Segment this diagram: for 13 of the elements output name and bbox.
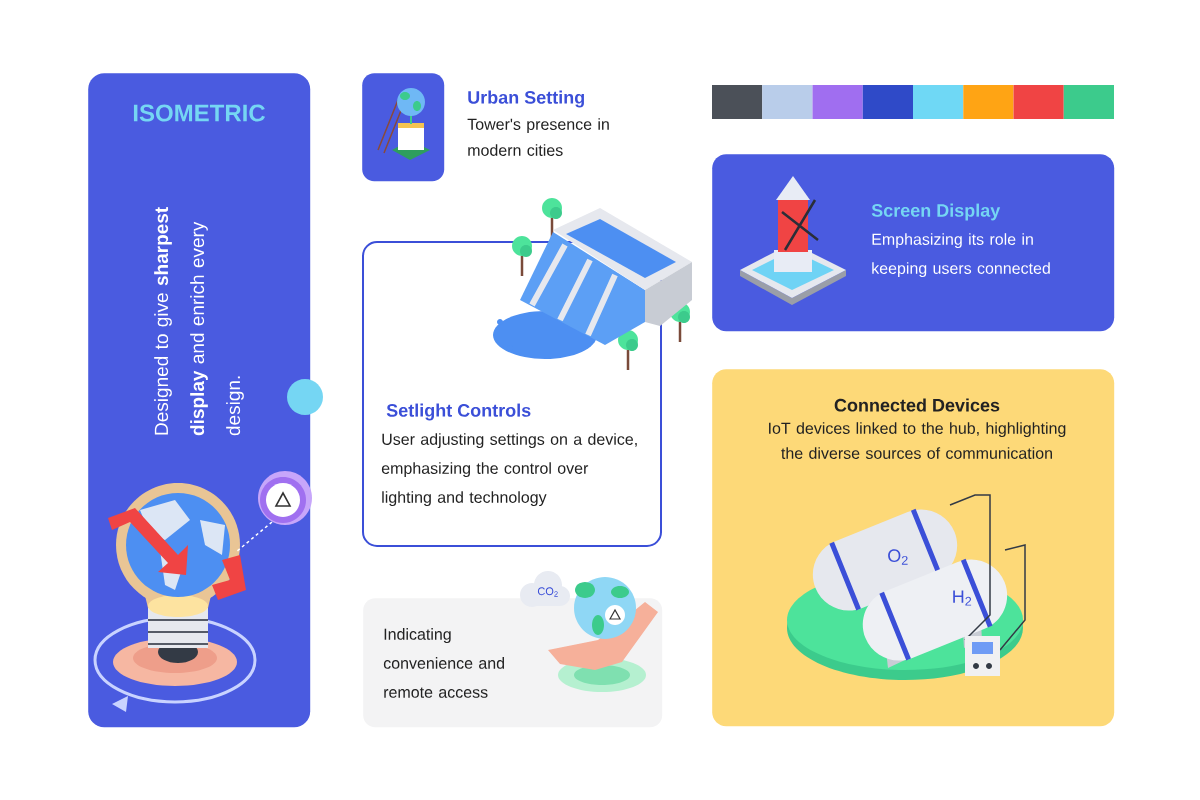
card-text: Tower's presence in modern cities xyxy=(467,118,609,156)
card-heading: Screen Display xyxy=(871,203,1001,221)
card-heading: Urban Setting xyxy=(468,90,584,108)
formula-label: H$_{2}$ xyxy=(953,590,972,606)
card-text: Emphasizing its role in keeping users connected xyxy=(872,233,1050,278)
card-heading: Setlight Controls xyxy=(386,403,531,421)
formula-label: O$_{2}$ xyxy=(888,549,908,565)
info-card xyxy=(712,154,1115,332)
card-text: IoT devices linked to the hub, highlighting the diverse sources of communication xyxy=(769,422,1066,459)
card-heading: ISOMETRIC xyxy=(133,104,266,122)
card-text: Indicating convenience and remote access xyxy=(383,628,504,698)
card-text: User adjusting settings on a device, emphasizing the control over lighting and technology xyxy=(381,433,637,507)
card-heading: Connected Devices xyxy=(834,398,1000,412)
